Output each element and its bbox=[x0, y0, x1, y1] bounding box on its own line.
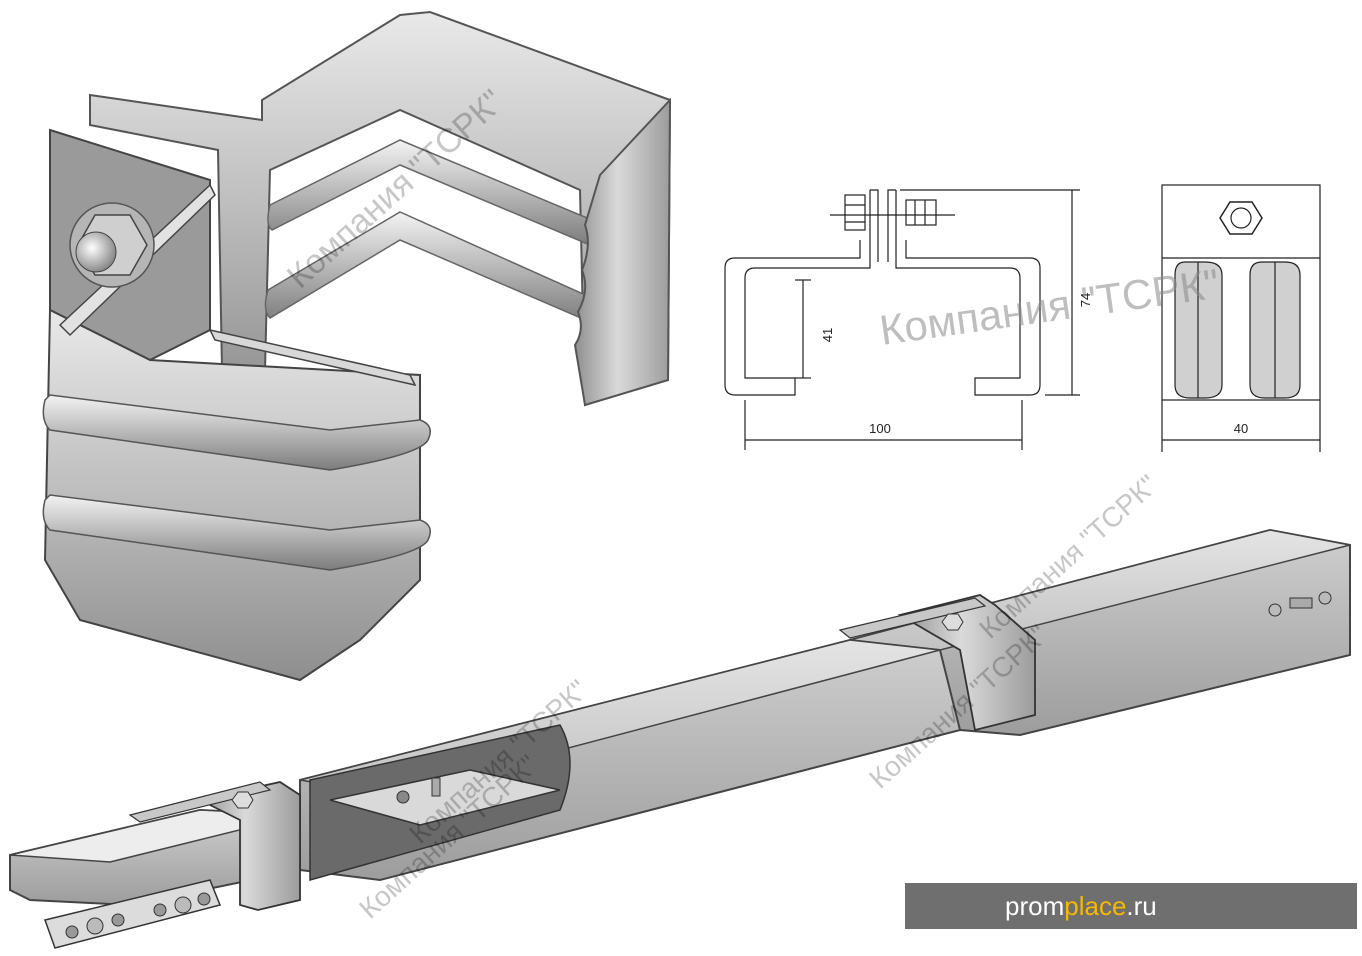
brand-suffix: .ru bbox=[1126, 890, 1157, 921]
brand-banner: promplace.ru bbox=[905, 883, 1357, 929]
dim-41-label: 41 bbox=[820, 328, 835, 342]
rail-clamp-right bbox=[897, 594, 1036, 732]
brand-accent: place bbox=[1064, 890, 1127, 921]
rail-clamp-left bbox=[197, 781, 301, 911]
rail-clamp-right-top bbox=[838, 597, 987, 639]
dim-74-label: 74 bbox=[1078, 293, 1093, 307]
clamp-rib-front-1 bbox=[42, 394, 431, 471]
clamp-front-face bbox=[43, 308, 421, 682]
clamp-inner-fold bbox=[208, 328, 417, 387]
brand-prefix: prom bbox=[1005, 890, 1065, 921]
profile-inner bbox=[870, 189, 896, 262]
brand-logo-text: promplace.ru bbox=[1005, 891, 1157, 922]
rail-clamp-left-top bbox=[128, 781, 272, 823]
bolt-head bbox=[75, 231, 117, 273]
connector-plate bbox=[329, 769, 561, 826]
drawing-nut-left bbox=[844, 194, 866, 231]
profile-outer bbox=[724, 190, 871, 396]
clamp-3d-view: Компания "ТСРК" bbox=[42, 10, 672, 682]
profile-outer-right bbox=[895, 190, 1041, 396]
drawing-nut-right bbox=[905, 199, 937, 226]
clamp-rib-front-2 bbox=[42, 494, 431, 571]
clamp-right-wall bbox=[573, 97, 672, 407]
watermark-drawing: Компания "ТСРК" bbox=[877, 260, 1222, 354]
dim-100-label: 100 bbox=[869, 421, 891, 436]
technical-drawing bbox=[724, 184, 1321, 452]
side-view-body bbox=[1161, 184, 1321, 401]
side-view-nut-icon bbox=[1219, 201, 1263, 235]
dim-40-label: 40 bbox=[1234, 421, 1248, 436]
